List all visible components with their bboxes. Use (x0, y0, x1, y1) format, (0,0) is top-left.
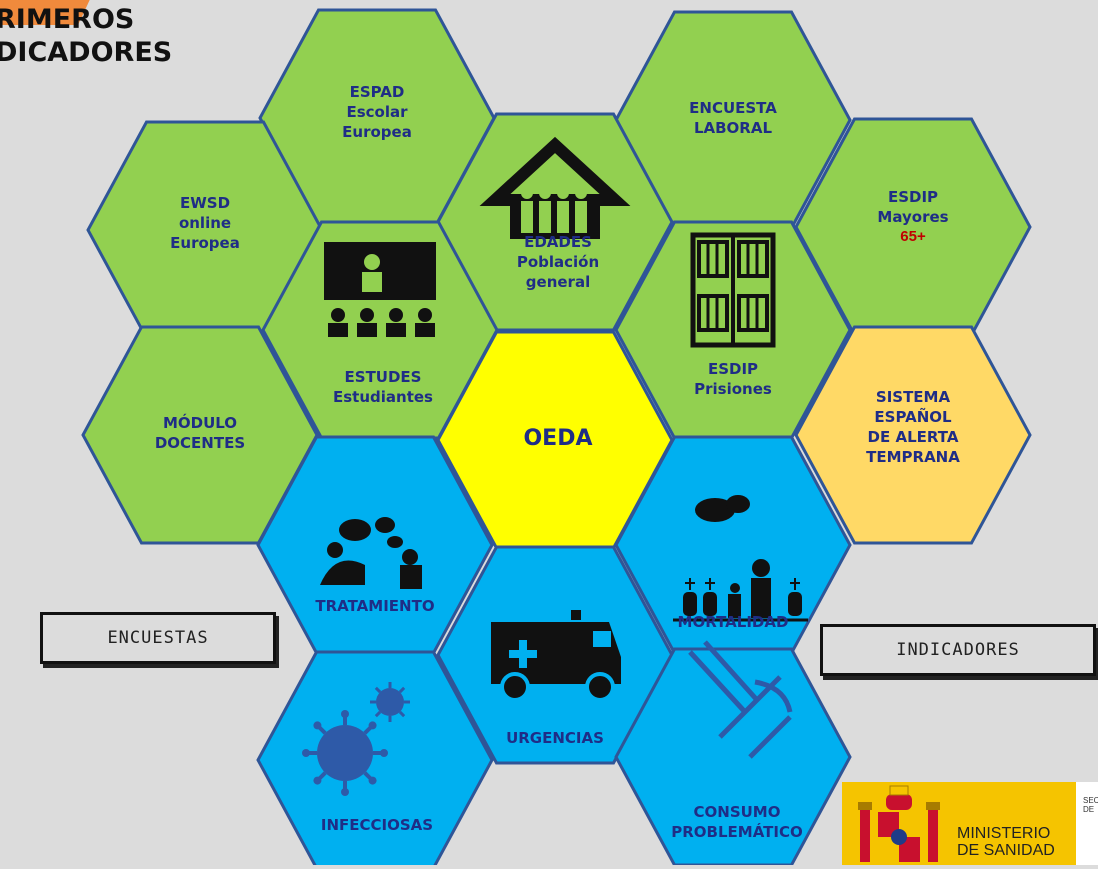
hex-label-encuesta-laboral: ENCUESTA LABORAL (658, 98, 808, 138)
hex-label-line: general (525, 273, 591, 291)
hex-label-line: Europea (170, 234, 240, 252)
hex-label-line: Prisiones (694, 380, 772, 398)
hex-label-line: DOCENTES (154, 434, 246, 452)
hex-label-line: OEDA (523, 426, 593, 451)
hex-label-line: MÓDULO (162, 414, 238, 432)
hex-mortalidad (614, 435, 852, 655)
hex-label-line: MORTALIDAD (677, 613, 789, 631)
hex-label-esdip-mayores: ESDIP Mayores 65+ (838, 187, 988, 247)
hex-label-line: URGENCIAS (506, 729, 604, 747)
legend-indicadores: INDICADORES (820, 624, 1096, 676)
hex-estudes (261, 220, 499, 440)
hex-label-line: INFECCIOSAS (320, 816, 434, 834)
hex-infecciosas-shape (256, 650, 494, 865)
logo-yellow-band (842, 782, 1076, 865)
hex-label-tratamiento: TRATAMIENTO (300, 596, 450, 616)
hex-label-estudes: ESTUDES Estudiantes (308, 367, 458, 407)
hex-modulo-docentes-shape (81, 325, 319, 545)
hex-label-line: LABORAL (693, 119, 773, 137)
hex-label-line: Escolar (346, 103, 408, 121)
hex-label-line: CONSUMO (693, 803, 781, 821)
hex-label-line: EDADES (524, 233, 592, 251)
hex-label-line: ESTUDES (344, 368, 422, 386)
hex-sistema-alerta (794, 325, 1032, 545)
virus-icon (302, 682, 410, 796)
ministry-name: MINISTERIO DE SANIDAD (957, 825, 1055, 859)
hex-label-line: ESPAD (349, 83, 405, 101)
hex-label-line: Mayores (877, 208, 949, 226)
ambulance-icon (491, 610, 621, 702)
hex-label-line: ESDIP (887, 188, 939, 206)
hex-label-line: TEMPRANA (866, 448, 960, 466)
hex-label-consumo: CONSUMO PROBLEMÁTICO (662, 802, 812, 842)
sec-line-2: DE (1083, 805, 1095, 814)
title-line-2: DICADORES (0, 37, 173, 68)
legend-indicadores-label: INDICADORES (896, 640, 1020, 660)
page-title: RIMEROS DICADORES (0, 0, 173, 69)
hex-label-line: DE ALERTA (867, 428, 959, 446)
hex-label-line: Población (516, 253, 600, 271)
hex-label-sistema-alerta: SISTEMA ESPAÑOL DE ALERTA TEMPRANA (838, 387, 988, 467)
hex-label-oeda: OEDA (483, 426, 633, 451)
hex-sistema-alerta-shape (794, 325, 1032, 545)
hex-label-line: TRATAMIENTO (315, 597, 435, 615)
hex-label-edades: EDADES Población general (483, 232, 633, 292)
hex-label-mortalidad: MORTALIDAD (658, 612, 808, 632)
legend-encuestas-label: ENCUESTAS (107, 628, 209, 648)
classroom-icon (324, 242, 436, 337)
syringe-icon (688, 640, 793, 759)
title-line-1: RIMEROS (0, 4, 135, 35)
sec-line-1: SEC (1083, 796, 1098, 805)
hex-label-line: online (178, 214, 232, 232)
hex-label-esdip-prisiones: ESDIP Prisiones (658, 359, 808, 399)
hex-tratamiento (256, 435, 494, 655)
hex-label-line: Europea (342, 123, 412, 141)
ministry-line-2: DE SANIDAD (957, 842, 1055, 859)
hex-label-infecciosas: INFECCIOSAS (302, 815, 452, 835)
cemetery-icon (673, 495, 808, 622)
hex-consumo-shape (614, 647, 852, 865)
prison-door-icon (690, 232, 776, 348)
coat-of-arms-icon (858, 785, 940, 862)
hex-urgencias (436, 545, 674, 765)
hex-label-line: PROBLEMÁTICO (671, 823, 803, 841)
hex-label-line: ESPAÑOL (874, 408, 952, 426)
hex-label-line: SISTEMA (875, 388, 951, 406)
therapy-icon (320, 517, 422, 589)
hex-label-line: Estudiantes (333, 388, 433, 406)
hex-label-line: EWSD (179, 194, 231, 212)
logo-white-band (1076, 782, 1098, 865)
hex-esdip-prisiones (614, 220, 852, 440)
house-family-icon (479, 136, 631, 239)
legend-encuestas: ENCUESTAS (40, 612, 276, 664)
hex-modulo-docentes (81, 325, 319, 545)
hex-label-modulo-docentes: MÓDULO DOCENTES (125, 413, 275, 453)
hex-label-urgencias: URGENCIAS (480, 728, 630, 748)
hex-label-line: ESDIP (707, 360, 759, 378)
hex-consumo (614, 640, 852, 865)
hex-infecciosas (256, 650, 494, 865)
ministry-line-1: MINISTERIO (957, 825, 1051, 842)
hex-label-line: 65+ (900, 228, 926, 245)
hex-label-line: ENCUESTA (689, 99, 777, 117)
